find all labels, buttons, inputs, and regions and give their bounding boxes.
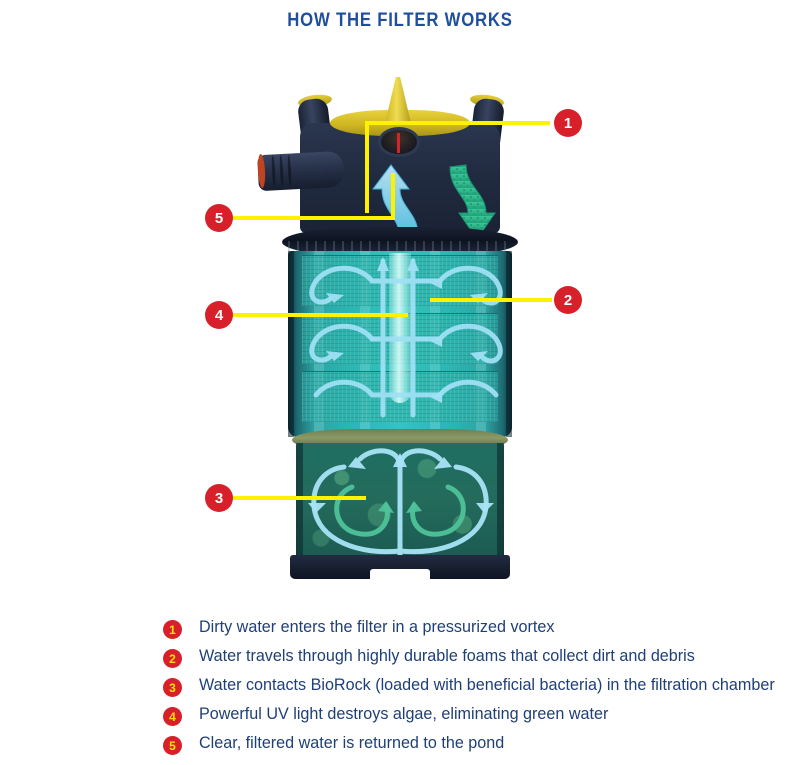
legend-list: 1 Dirty water enters the filter in a pre… [163, 617, 775, 762]
legend-text-2: Water travels through highly durable foa… [199, 646, 695, 665]
base-notch [370, 569, 430, 581]
legend-item-5: 5 Clear, filtered water is returned to t… [163, 733, 763, 762]
legend-item-4: 4 Powerful UV light destroys algae, elim… [163, 704, 763, 733]
leader-line-1 [365, 121, 550, 125]
head-flow-arrows [372, 164, 496, 240]
leader-line-1-down [365, 121, 369, 213]
legend-bullet-3: 3 [163, 678, 182, 697]
chamber-wall-right [506, 251, 512, 437]
legend-item-1: 1 Dirty water enters the filter in a pre… [163, 617, 763, 646]
filter-diagram: 1 2 3 4 5 [0, 55, 800, 600]
callout-1[interactable]: 1 [554, 109, 582, 137]
legend-item-3: 3 Water contacts BioRock (loaded with be… [163, 675, 775, 704]
legend-bullet-1: 1 [163, 620, 182, 639]
chamber-wall-left [288, 251, 294, 437]
legend-text-4: Powerful UV light destroys algae, elimin… [199, 704, 609, 723]
legend-bullet-4: 4 [163, 707, 182, 726]
legend-text-1: Dirty water enters the filter in a press… [199, 617, 555, 636]
legend-text-3: Water contacts BioRock (loaded with bene… [199, 675, 775, 694]
legend-bullet-5: 5 [163, 736, 182, 755]
leader-line-5-up [391, 173, 395, 220]
callout-5[interactable]: 5 [205, 204, 233, 232]
leader-line-5 [233, 216, 395, 220]
bio-wall-right [497, 443, 504, 559]
clamp-ring-ridges [288, 241, 512, 253]
callout-3[interactable]: 3 [205, 484, 233, 512]
callout-2[interactable]: 2 [554, 286, 582, 314]
leader-line-2 [430, 298, 552, 302]
foam-flow-arrows [309, 257, 503, 418]
page-title: HOW THE FILTER WORKS [287, 10, 513, 31]
foam-filtration-chamber [288, 251, 512, 437]
legend-bullet-2: 2 [163, 649, 182, 668]
pressure-indicator-icon [397, 133, 400, 153]
bio-wall-left [296, 443, 303, 559]
uv-lamp-tube [389, 253, 411, 403]
legend-item-2: 2 Water travels through highly durable f… [163, 646, 763, 675]
leader-line-4 [233, 313, 408, 317]
legend-text-5: Clear, filtered water is returned to the… [199, 733, 505, 752]
callout-4[interactable]: 4 [205, 301, 233, 329]
leader-line-3 [233, 496, 366, 500]
biorock-flow-arrows [308, 448, 494, 558]
